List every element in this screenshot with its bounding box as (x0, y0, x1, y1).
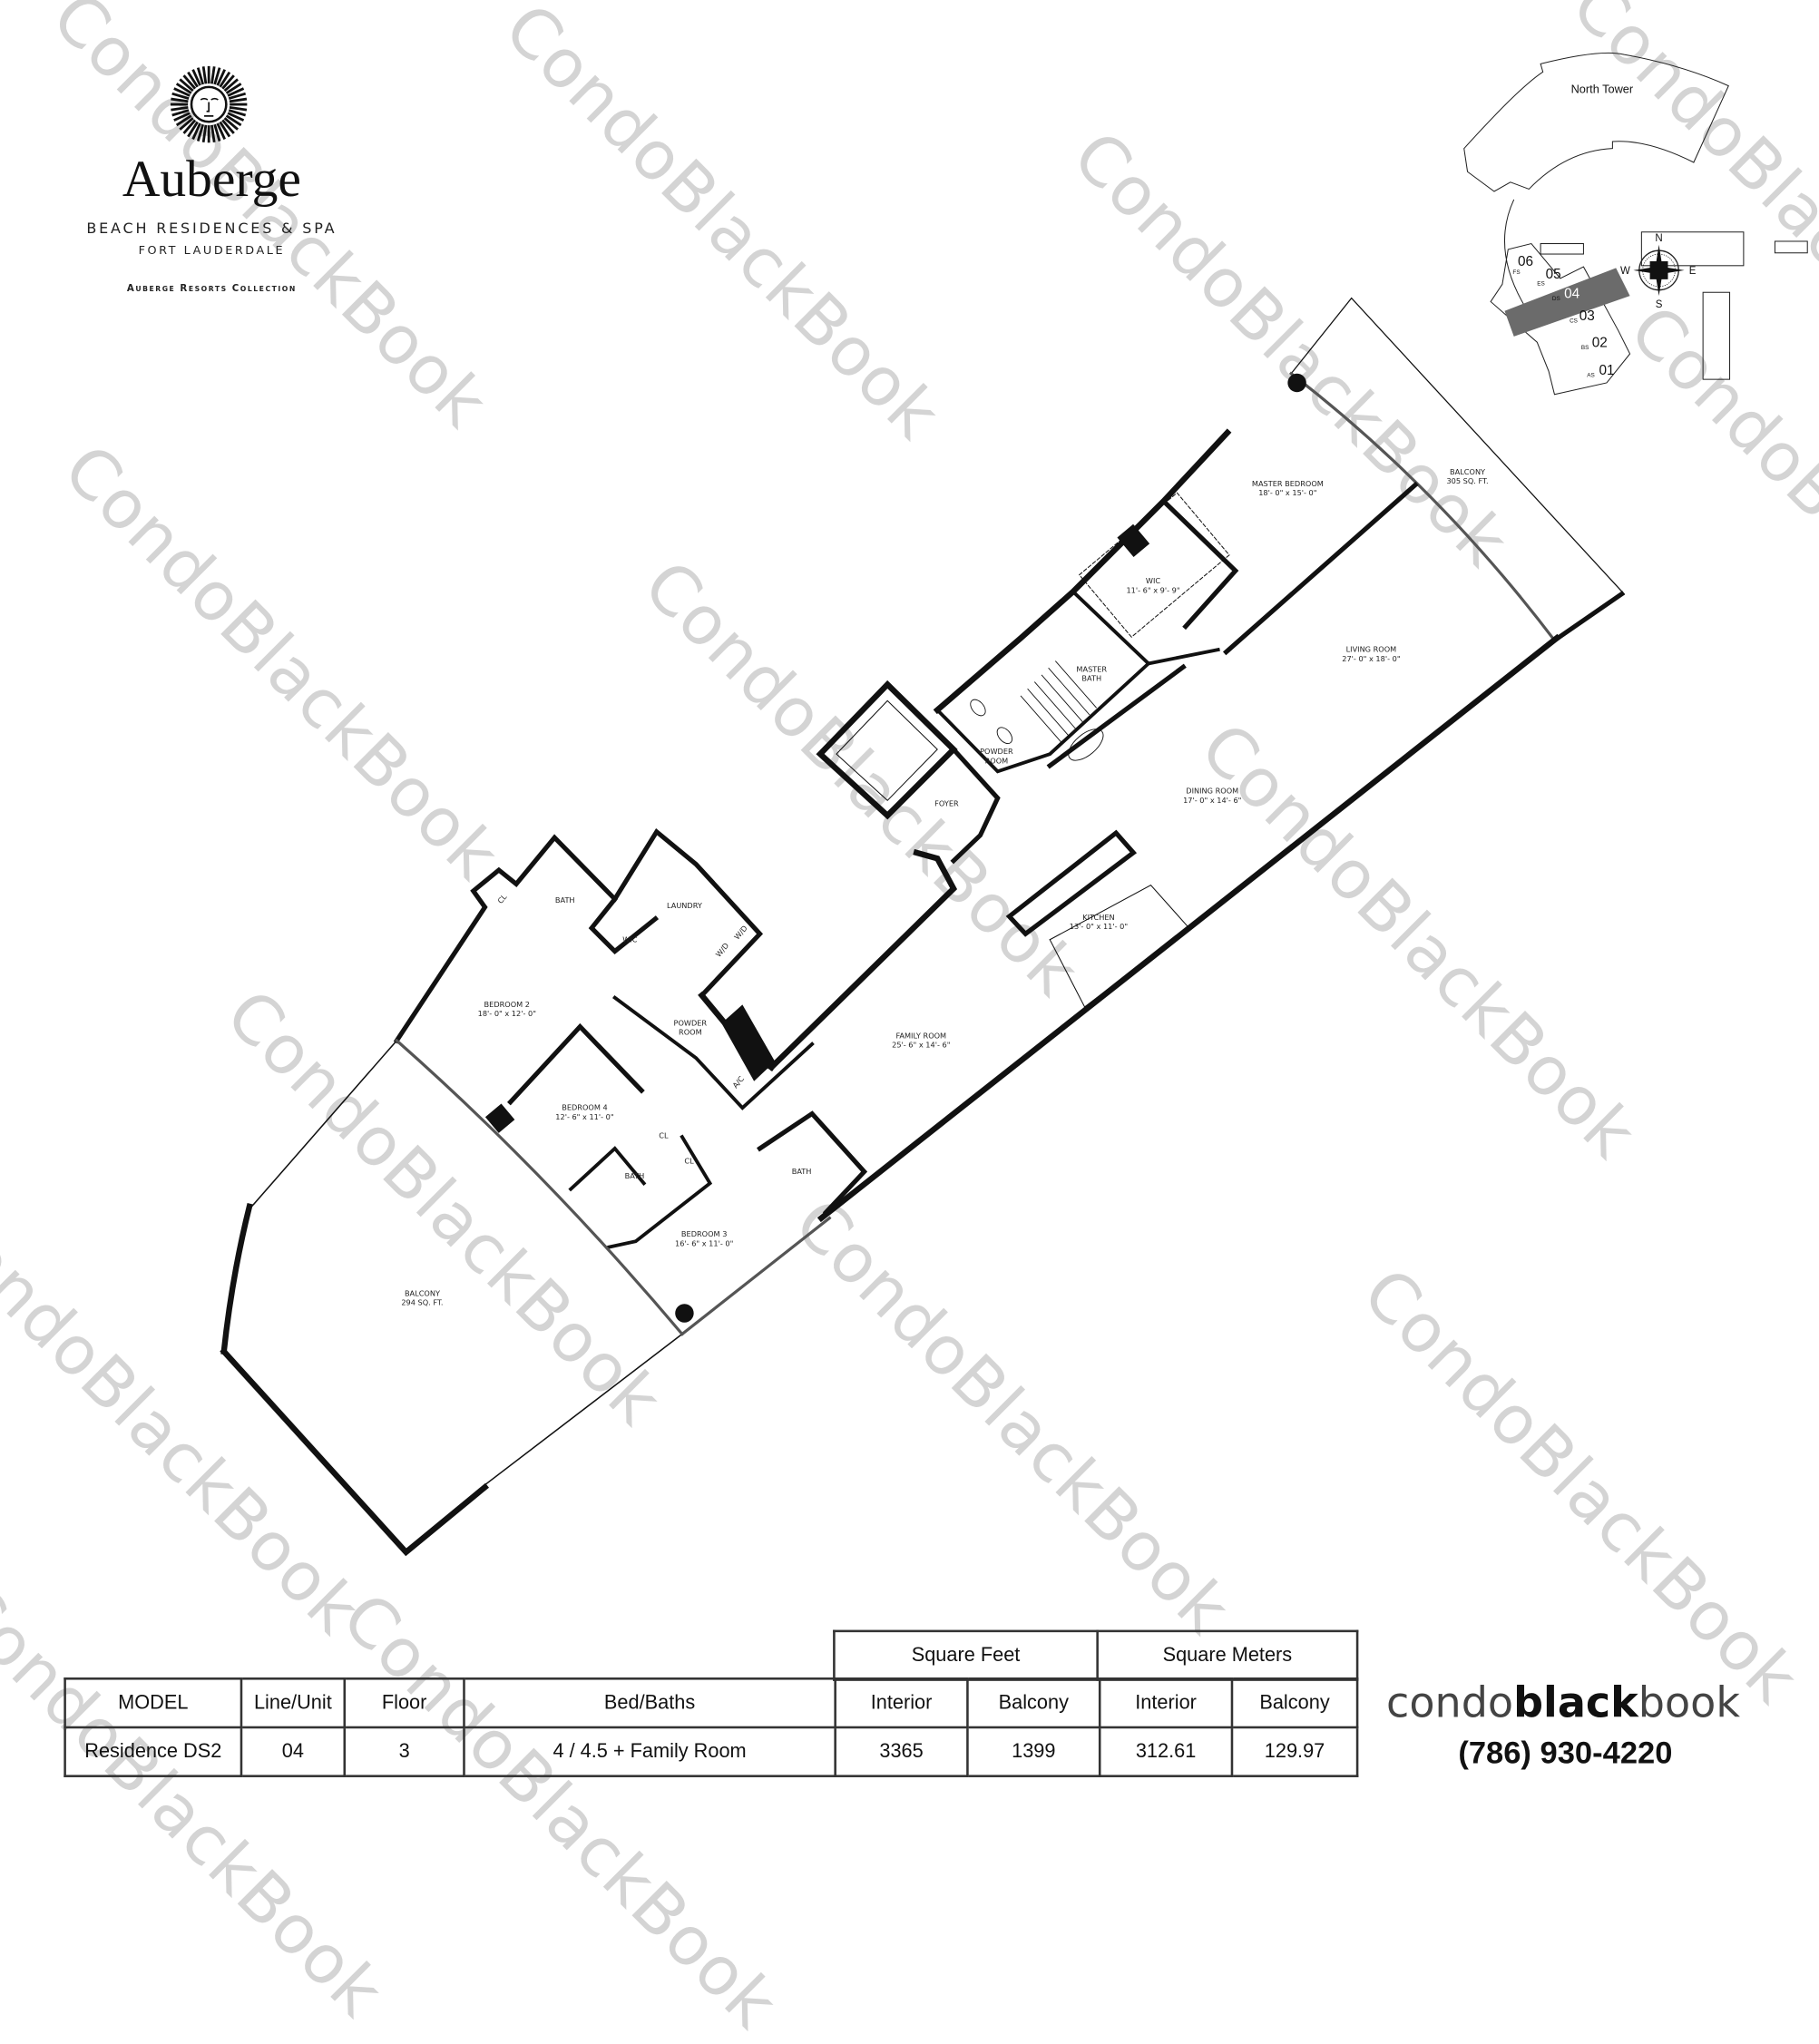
cell-model: Residence DS2 (64, 1726, 243, 1777)
column (675, 1304, 694, 1323)
unit-code-06: FS (1512, 269, 1520, 276)
room-bath-3: BATH (791, 1167, 812, 1177)
col-header: Line/Unit (240, 1677, 347, 1729)
room-bath-2: BATH (554, 895, 575, 905)
col-header: Floor (343, 1677, 465, 1729)
col-header: Interior (834, 1677, 969, 1729)
table-header-row: MODEL Line/Unit Floor Bed/Baths Interior… (64, 1677, 1359, 1729)
condoblackbook-logo: condoblackbook (1386, 1679, 1740, 1727)
compass-north: N (1655, 233, 1662, 244)
column (1117, 523, 1150, 558)
room-closet-2: CL (659, 1130, 669, 1140)
compass-west: W (1620, 266, 1630, 277)
cell-sqft-balcony: 1399 (966, 1726, 1101, 1777)
cell-line-unit: 04 (240, 1726, 347, 1777)
col-header: Balcony (1230, 1677, 1359, 1729)
unit-number-06: 06 (1518, 254, 1533, 269)
unit-number-03: 03 (1579, 308, 1595, 324)
floor-plan-drawing (220, 297, 1626, 1557)
tower-units-outline (1490, 242, 1631, 396)
col-header: MODEL (64, 1677, 243, 1729)
column (484, 1103, 515, 1133)
brand-line3: Auberge Resorts Collection (126, 283, 297, 294)
room-wic-2: WIC (622, 934, 638, 944)
sqm-header: Square Meters (1096, 1629, 1359, 1681)
col-header: Interior (1098, 1677, 1234, 1729)
compass-rose-icon: N S E W (1620, 233, 1697, 310)
phone-number[interactable]: (786) 930-4220 (1458, 1735, 1673, 1771)
unit-number-04: 04 (1564, 287, 1580, 302)
cell-sqft-interior: 3365 (834, 1726, 969, 1777)
col-header: Balcony (966, 1677, 1101, 1729)
brand-line2: FORT LAUDERDALE (138, 244, 286, 258)
cell-sqm-interior: 312.61 (1098, 1726, 1234, 1777)
compass-south: S (1656, 299, 1663, 310)
sun-face-logo-icon (170, 65, 248, 143)
brand-name: Auberge (122, 149, 301, 208)
sqft-header: Square Feet (833, 1629, 1099, 1681)
unit-code-05: ES (1537, 281, 1545, 288)
room-foyer: FOYER (934, 799, 959, 809)
cell-floor: 3 (343, 1726, 465, 1777)
unit-04-highlight (1504, 268, 1630, 337)
unit-number-02: 02 (1592, 335, 1608, 350)
unit-code-01: AS (1587, 373, 1595, 379)
tower-label: North Tower (1571, 82, 1634, 95)
cell-sqm-balcony: 129.97 (1230, 1726, 1359, 1777)
unit-code-03: CS (1570, 318, 1578, 324)
unit-specs-table: MODEL Line/Unit Floor Bed/Baths Interior… (64, 1677, 1359, 1777)
table-row: Residence DS2 04 3 4 / 4.5 + Family Room… (64, 1726, 1359, 1777)
key-plan: North Tower 06 FS 05 ES 04 DS 03 CS 02 B… (1463, 52, 1808, 396)
north-tower-outline (1463, 52, 1729, 192)
column (721, 1004, 776, 1081)
unit-number-05: 05 (1546, 267, 1561, 282)
brand-line1: BEACH RESIDENCES & SPA (86, 219, 337, 237)
unit-code-04: DS (1552, 296, 1560, 302)
elevator-shaft (816, 680, 958, 820)
unit-code-02: BS (1581, 345, 1589, 351)
unit-number-01: 01 (1599, 363, 1614, 378)
column (1287, 373, 1306, 393)
area-group-header: Square Feet Square Meters (833, 1629, 1359, 1681)
room-laundry: LAUNDRY (666, 901, 702, 911)
left-glazing (395, 1038, 685, 1336)
cell-bed-baths: 4 / 4.5 + Family Room (463, 1726, 836, 1777)
col-header: Bed/Baths (463, 1677, 836, 1729)
room-bath-4: BATH (624, 1171, 645, 1181)
right-balcony-glazing (1288, 371, 1557, 643)
room-closet-3: CL (684, 1156, 694, 1167)
compass-east: E (1689, 266, 1697, 277)
